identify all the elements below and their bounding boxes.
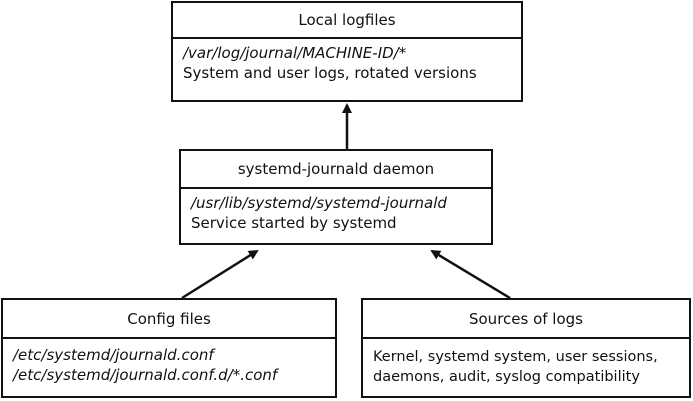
sources-of-logs-line: daemons, audit, syslog compatibility (373, 369, 640, 385)
config-files-title: Config files (3, 300, 335, 339)
config-files-path: /etc/systemd/journald.conf.d/*.conf (13, 366, 278, 384)
arrow-config-to-daemon (181, 249, 259, 300)
local-logfiles-title: Local logfiles (173, 3, 521, 39)
config-files-path: /etc/systemd/journald.conf (13, 346, 214, 364)
sources-of-logs-title: Sources of logs (363, 300, 689, 339)
local-logfiles-path: /var/log/journal/MACHINE-ID/* (183, 44, 407, 62)
local-logfiles-body: /var/log/journal/MACHINE-ID/* System and… (173, 39, 521, 83)
journald-daemon-path: /usr/lib/systemd/systemd-journald (191, 194, 447, 212)
journald-daemon-description: Service started by systemd (191, 214, 397, 232)
journald-daemon-box: systemd-journald daemon /usr/lib/systemd… (179, 149, 493, 245)
sources-of-logs-line: Kernel, systemd system, user sessions, (373, 349, 658, 365)
sources-of-logs-box: Sources of logs Kernel, systemd system, … (361, 298, 691, 398)
local-logfiles-description: System and user logs, rotated versions (183, 64, 477, 82)
journald-daemon-title: systemd-journald daemon (181, 151, 491, 189)
sources-of-logs-body: Kernel, systemd system, user sessions, d… (363, 339, 689, 387)
local-logfiles-box: Local logfiles /var/log/journal/MACHINE-… (171, 1, 523, 102)
journald-daemon-body: /usr/lib/systemd/systemd-journald Servic… (181, 189, 491, 233)
config-files-body: /etc/systemd/journald.conf /etc/systemd/… (3, 339, 335, 385)
config-files-box: Config files /etc/systemd/journald.conf … (1, 298, 337, 398)
arrow-sources-to-daemon (430, 249, 511, 300)
